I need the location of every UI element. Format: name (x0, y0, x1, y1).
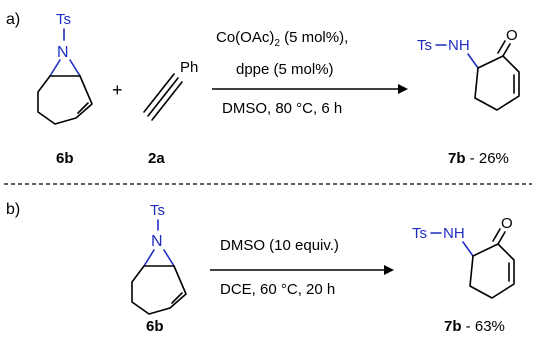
n-c-bond-left (49, 59, 61, 77)
catalyst-text: Co(OAc) (216, 29, 274, 46)
product-yield-a: 7b - 26% (448, 150, 509, 167)
ph-label: Ph (180, 59, 198, 76)
product-yield-b: 7b - 63% (444, 318, 505, 335)
catalyst-subscript: 2 (274, 38, 280, 49)
carbonyl-bond-2 (497, 40, 506, 54)
triple-bond-3 (151, 81, 183, 121)
carbonyl-bond-1-b (497, 231, 506, 245)
nh-label: NH (448, 37, 470, 54)
arrowhead-b (384, 265, 394, 275)
aziridine-structure-b: Ts N (131, 202, 187, 315)
carbonyl-o-b: O (501, 215, 513, 232)
ts-label: Ts (56, 11, 71, 28)
ts-label-b: Ts (150, 202, 165, 219)
n-c-bond-left-b (143, 249, 155, 267)
conditions-b-additive: DMSO (10 equiv.) (220, 237, 339, 254)
nh-label-b: NH (443, 225, 465, 242)
ts-label-product: Ts (417, 37, 432, 54)
ts-label-product-b: Ts (412, 225, 427, 242)
plus-sign: + (112, 80, 123, 100)
cyclohexenone-ring-b (469, 243, 515, 299)
triple-bond-2 (143, 73, 175, 113)
carbonyl-o: O (506, 27, 518, 44)
cyclohexene-ring-b (131, 265, 187, 315)
carbonyl-bond-2-b (492, 228, 501, 242)
conditions-b-solvent: DCE, 60 °C, 20 h (220, 281, 335, 298)
double-bond-inner (77, 102, 89, 114)
product-structure-b: Ts NH O (412, 215, 515, 299)
panel-b-label: b) (6, 201, 20, 218)
compound-2a-label: 2a (148, 150, 165, 167)
aziridine-structure-a: Ts N (37, 11, 93, 125)
catalyst-loading: (5 mol%), (280, 29, 348, 46)
conditions-a-ligand: dppe (5 mol%) (236, 61, 334, 78)
cyclohexene-ring (37, 75, 93, 125)
nh-c-bond-b (462, 241, 474, 257)
nh-c-bond (467, 53, 479, 69)
arrowhead-a (398, 84, 408, 94)
compound-7b-label-b: 7b (444, 318, 462, 335)
double-bond-inner-b (171, 292, 183, 304)
yield-a: - 26% (466, 150, 509, 167)
cyclohexenone-ring (474, 55, 520, 111)
aziridine-n: N (57, 44, 69, 61)
product-structure-a: Ts NH O (417, 27, 520, 111)
compound-7b-label-a: 7b (448, 150, 466, 167)
aziridine-n-b: N (151, 233, 163, 250)
n-c-bond-right (69, 59, 81, 77)
phenylacetylene-structure: Ph (143, 59, 198, 121)
triple-bond-1 (147, 77, 179, 117)
compound-6b-label-b: 6b (146, 318, 164, 335)
compound-6b-label-a: 6b (56, 150, 74, 167)
panel-a-label: a) (6, 11, 20, 28)
carbonyl-bond-1 (502, 43, 511, 57)
yield-b: - 63% (462, 318, 505, 335)
n-c-bond-right-b (163, 249, 175, 267)
conditions-a-solvent: DMSO, 80 °C, 6 h (222, 100, 342, 117)
conditions-a-catalyst: Co(OAc)2 (5 mol%), (216, 29, 348, 49)
